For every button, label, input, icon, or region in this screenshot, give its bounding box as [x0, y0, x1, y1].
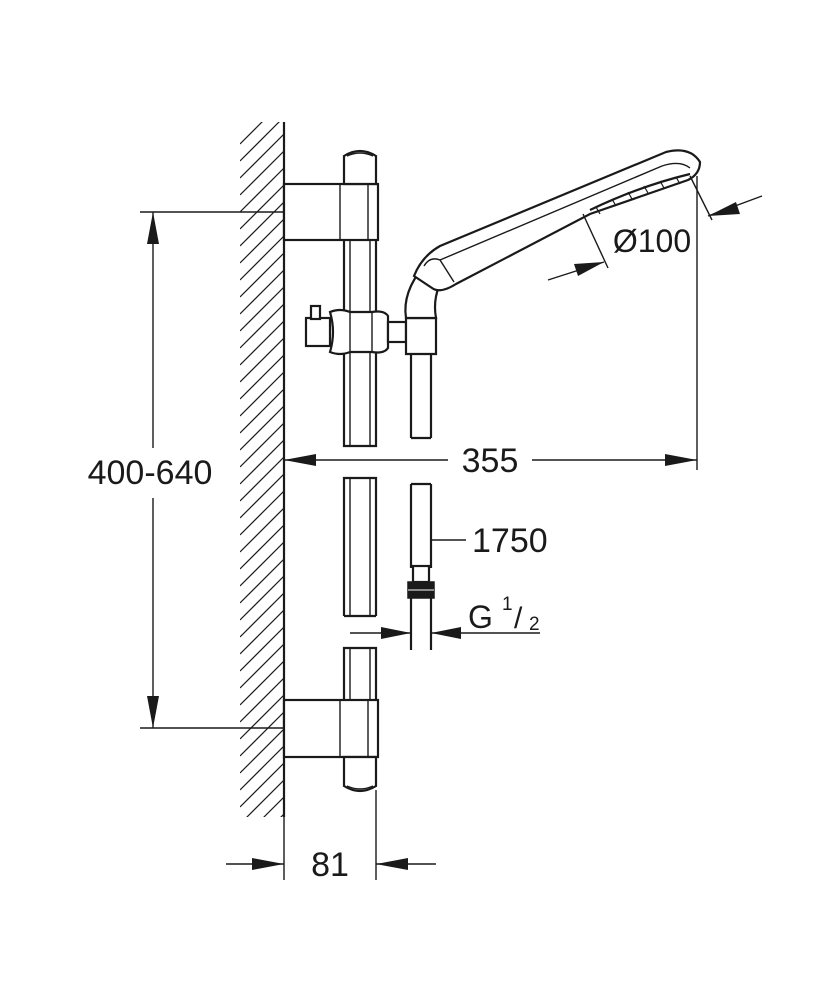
hatch-line [240, 303, 284, 349]
wall-offset-dimension: 81 [226, 790, 436, 884]
hatch-line [240, 694, 284, 740]
hatch-line [240, 762, 284, 808]
projection-label: 355 [462, 442, 519, 480]
thread-slash: / [514, 602, 523, 635]
rail-spacing-dimension: 400-640 [88, 211, 284, 729]
wall-offset-label: 81 [311, 846, 349, 884]
hatch-line [240, 218, 284, 264]
hatch-line [240, 490, 284, 536]
hatch-line [240, 473, 284, 519]
hatch-line [240, 252, 284, 298]
hatch-line [240, 541, 284, 587]
hatch-line [240, 507, 284, 553]
hose [407, 354, 435, 650]
slider [304, 304, 408, 356]
hatch-line [240, 439, 284, 485]
hatch-line [240, 609, 284, 655]
rail-spacing-label: 400-640 [88, 454, 213, 492]
upper-bracket [282, 182, 380, 242]
hatch-line [240, 235, 284, 281]
lower-bracket [282, 698, 380, 759]
hatch-line [240, 575, 284, 621]
thread-letter: G [468, 599, 493, 635]
thread-denominator: 2 [529, 614, 540, 635]
projection-dimension: 355 [284, 176, 698, 480]
hatch-line [240, 643, 284, 689]
hatch-line [240, 320, 284, 366]
hatch-line [280, 813, 284, 817]
hatch-line [240, 150, 284, 196]
hatch-line [240, 286, 284, 332]
hatch-line [246, 779, 284, 817]
hatch-line [240, 122, 280, 162]
hatch-line [240, 405, 284, 451]
hatch-line [240, 337, 284, 383]
hatch-line [240, 122, 263, 145]
hatch-line [240, 269, 284, 315]
hand-shower [404, 149, 702, 356]
hatch-line [240, 371, 284, 417]
hose-length-dimension: 1750 [431, 522, 548, 560]
hatch-line [240, 831, 284, 875]
hatch-line [240, 201, 284, 247]
head-diameter-label: Ø100 [613, 223, 691, 259]
hatch-line [240, 422, 284, 468]
hatch-line [240, 524, 284, 570]
slide-rail [342, 149, 378, 793]
hose-length-label: 1750 [472, 522, 548, 560]
hatch-line [240, 745, 284, 791]
hatch-line [240, 677, 284, 723]
hatch-line [240, 711, 284, 757]
hatch-line [240, 167, 284, 213]
hatch-line [263, 796, 284, 817]
wall-hatching [240, 122, 284, 892]
hatch-line [240, 133, 284, 179]
hatch-line [240, 184, 284, 230]
hatch-line [240, 388, 284, 434]
hatch-line [240, 456, 284, 502]
hatch-line [240, 660, 284, 706]
hatch-line [240, 354, 284, 400]
hatch-line [240, 848, 284, 892]
thread-numerator: 1 [502, 594, 513, 615]
thread-dimension: G 1 / 2 [350, 594, 540, 650]
hatch-line [240, 728, 284, 774]
hatch-line [240, 592, 284, 638]
wall [240, 122, 286, 892]
hatch-line [240, 558, 284, 604]
head-diameter-dimension: Ø100 [547, 175, 763, 281]
hatch-line [240, 626, 284, 672]
